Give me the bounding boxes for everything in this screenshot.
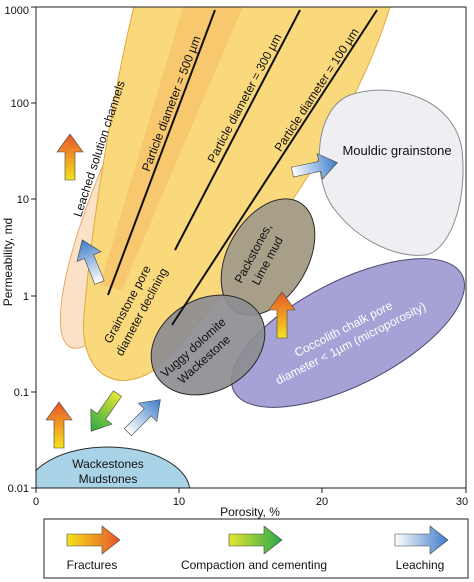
wackestone-mudstone-region [36, 446, 191, 488]
y-tick-0.01: 0.01 [8, 483, 29, 495]
particle-100-line [171, 9, 378, 326]
fracture-arrow-right [268, 291, 296, 339]
x-axis-title: Porosity, % [220, 505, 280, 519]
label-mouldic-grainstone: Mouldic grainstone [342, 143, 451, 158]
leaching-arrow-mouldic [291, 153, 338, 180]
y-tick-1000: 1000 [5, 5, 29, 17]
x-tick-20: 20 [316, 496, 328, 508]
legend-compaction-label: Compaction and cementing [181, 558, 327, 572]
particle-300-line [174, 9, 301, 251]
compaction-arrow-plot [90, 390, 122, 432]
legend-fractures-label: Fractures [67, 558, 118, 572]
label-wackestones: Wackestones [72, 457, 144, 471]
leaching-arrow-center [123, 399, 161, 437]
y-ticks [31, 6, 36, 489]
legend-box [43, 518, 469, 579]
y-axis-title: Permeability, md [1, 218, 15, 306]
fracture-arrow-lower [45, 401, 73, 449]
legend-leaching-icon [394, 525, 449, 555]
coccolith-chalk-region [231, 258, 465, 408]
y-tick-0.1: 0.1 [14, 387, 29, 399]
y-tick-100: 100 [11, 98, 29, 110]
leaching-arrow-left [76, 239, 105, 285]
y-tick-10: 10 [17, 194, 29, 206]
x-tick-0: 0 [33, 496, 39, 508]
x-ticks [35, 488, 467, 493]
legend-leaching-label: Leaching [396, 558, 445, 572]
x-tick-10: 10 [173, 496, 185, 508]
legend-fracture-icon [66, 525, 121, 555]
particle-500-line [107, 9, 216, 296]
plot-frame [35, 6, 467, 489]
legend-compaction-icon [228, 525, 283, 555]
mouldic-grainstone-region [318, 89, 464, 256]
x-tick-30: 30 [456, 496, 468, 508]
fracture-arrow-upper [56, 133, 84, 181]
y-tick-1: 1 [23, 291, 29, 303]
label-mudstones: Mudstones [79, 472, 138, 486]
